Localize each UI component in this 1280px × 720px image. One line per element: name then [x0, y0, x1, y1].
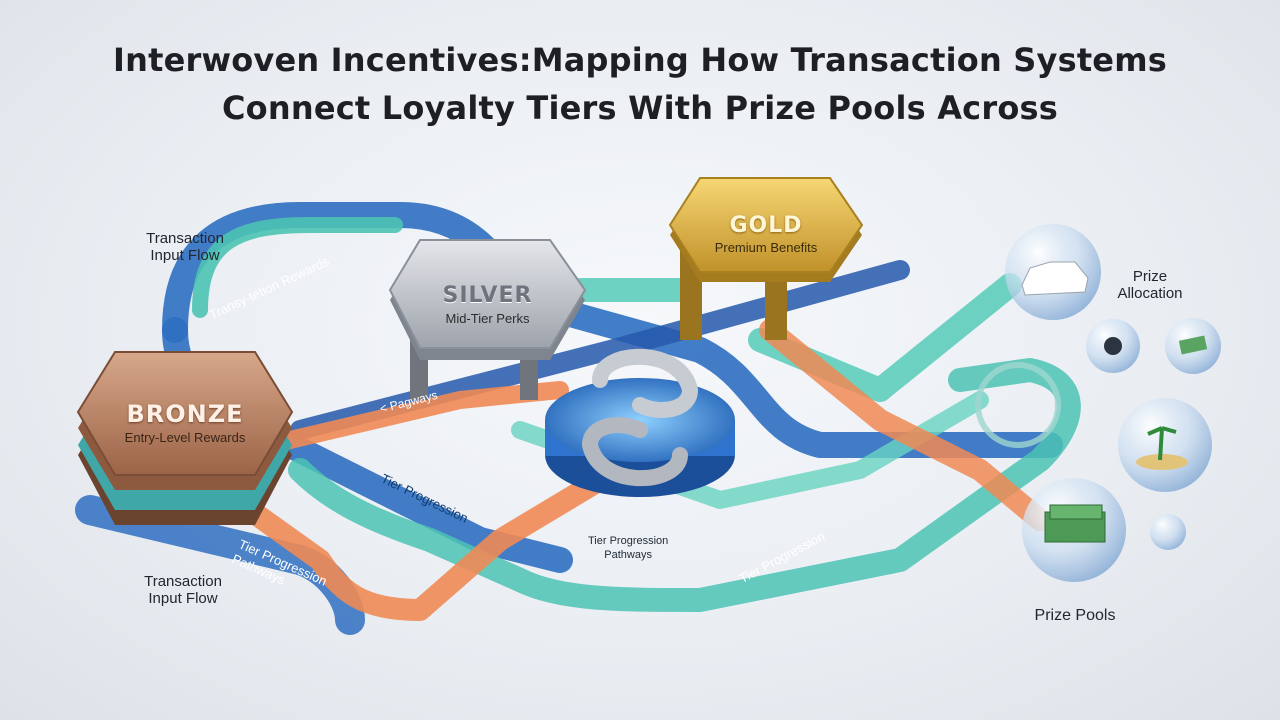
silver-tier-subtitle: Mid-Tier Perks	[445, 311, 530, 326]
prize-bubbles	[975, 224, 1221, 582]
title-line-1: Interwoven Incentives:Mapping How Transa…	[112, 41, 1168, 79]
ring-bubble	[975, 362, 1061, 448]
silver-tier-name: SILVER	[442, 283, 533, 308]
gold-tier-name: GOLD	[729, 213, 803, 238]
page-title: Interwoven Incentives:Mapping How Transa…	[0, 36, 1280, 132]
transaction-input-label-bottom: Transaction Input Flow	[144, 573, 222, 607]
bronze-tier-block	[76, 351, 294, 525]
title-line-2: Connect Loyalty Tiers With Prize Pools A…	[221, 89, 1059, 127]
path-text-tier-progression-center: Tier Progression Pathways	[588, 535, 669, 561]
silver-tier-block	[388, 239, 587, 400]
small-bubble	[1150, 514, 1186, 550]
gold-tier-block	[668, 177, 864, 340]
island-prize-icon	[1118, 398, 1212, 492]
transaction-input-label-top: Transaction Input Flow	[146, 230, 224, 264]
bronze-tier-name: BRONZE	[126, 400, 244, 428]
prize-pools-label: Prize Pools	[1034, 607, 1116, 624]
prize-allocation-label: Prize Allocation	[1117, 268, 1183, 302]
bronze-tier-subtitle: Entry-Level Rewards	[124, 430, 246, 445]
central-hub	[545, 348, 735, 497]
gold-tier-subtitle: Premium Benefits	[714, 240, 818, 255]
